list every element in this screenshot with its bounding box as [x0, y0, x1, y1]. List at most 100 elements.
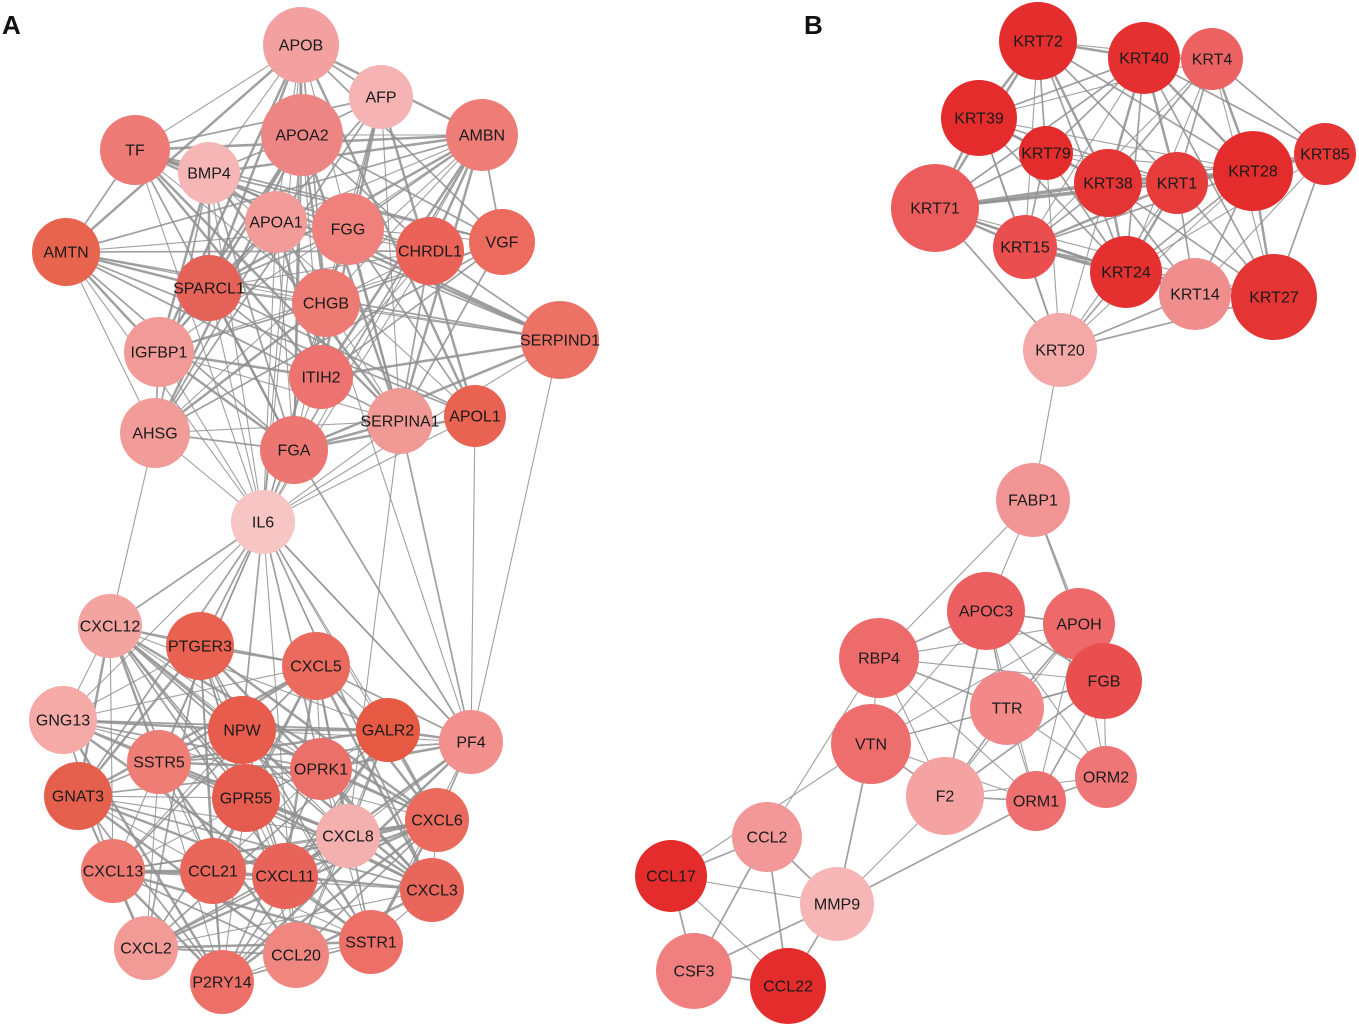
node-circle-fgg — [312, 193, 384, 265]
node-label-fabp1: FABP1 — [1008, 493, 1058, 510]
edge-apoa1-il6 — [262, 221, 277, 523]
edge-afp-tf — [134, 96, 382, 151]
node-label-ttr: TTR — [991, 701, 1022, 718]
node-circle-krt28 — [1213, 131, 1293, 211]
node-circle-krt85 — [1294, 123, 1356, 185]
node-circle-cxcl12 — [78, 594, 142, 658]
edge-amtn-apol1 — [65, 251, 476, 417]
node-label-ahsg: AHSG — [132, 426, 177, 443]
node-circle-vgf — [469, 209, 535, 275]
node-apob: APOB — [263, 7, 339, 83]
node-label-krt85: KRT85 — [1300, 147, 1350, 164]
node-circle-apob — [263, 7, 339, 83]
edge-chgb-serpind1 — [325, 302, 561, 341]
node-krt15: KRT15 — [993, 215, 1057, 279]
node-circle-gpr55 — [212, 764, 280, 832]
edge-apol1-il6 — [262, 415, 476, 523]
node-label-krt72: KRT72 — [1013, 34, 1063, 51]
node-cxcl6: CXCL6 — [405, 788, 469, 852]
node-circle-cxcl5 — [282, 632, 350, 700]
node-label-chgb: CHGB — [303, 296, 349, 313]
node-orm2: ORM2 — [1075, 746, 1137, 808]
edge-galr2-sstr5 — [157, 728, 390, 764]
edge-cxcl12-cxcl13 — [109, 625, 114, 872]
edge-ptger3-p2ry14 — [199, 645, 223, 983]
node-ahsg: AHSG — [120, 398, 190, 468]
edge-oprk1-gnat3 — [77, 768, 322, 797]
node-ccl20: CCL20 — [263, 922, 329, 988]
node-label-orm1: ORM1 — [1013, 794, 1059, 811]
node-cxcl11: CXCL11 — [252, 843, 318, 909]
node-circle-apol1 — [444, 385, 506, 447]
node-label-gpr55: GPR55 — [220, 791, 273, 808]
node-label-fgb: FGB — [1088, 674, 1121, 691]
edge-serpind1-fga — [292, 338, 562, 452]
node-fga: FGA — [260, 416, 328, 484]
node-rbp4: RBP4 — [839, 618, 919, 698]
node-label-ccl21: CCL21 — [188, 864, 238, 881]
edge-gng13-il6 — [62, 521, 264, 721]
node-npw: NPW — [208, 696, 276, 764]
node-oprk1: OPRK1 — [290, 738, 352, 800]
node-krt24: KRT24 — [1090, 236, 1162, 308]
node-circle-krt79 — [1019, 126, 1073, 180]
node-cxcl5: CXCL5 — [282, 632, 350, 700]
node-circle-krt24 — [1090, 236, 1162, 308]
edge-orm1-mmp9 — [836, 800, 1037, 905]
node-circle-orm1 — [1006, 771, 1066, 831]
node-label-rbp4: RBP4 — [858, 651, 900, 668]
node-cxcl12: CXCL12 — [78, 594, 142, 658]
node-label-serpina1: SERPINA1 — [360, 414, 439, 431]
node-apoa2: APOA2 — [261, 94, 343, 176]
edge-cxcl13-il6 — [112, 521, 264, 872]
node-circle-gnat3 — [44, 762, 112, 830]
node-circle-apoa2 — [261, 94, 343, 176]
edge-cxcl3-il6 — [262, 521, 433, 891]
node-circle-p2ry14 — [190, 950, 254, 1014]
node-label-apoa1: APOA1 — [249, 215, 302, 232]
node-circle-chrdl1 — [396, 217, 464, 285]
node-ccl2: CCL2 — [732, 802, 802, 872]
edge-cxcl3-cxcl2 — [145, 889, 433, 949]
edge-apoa1-fga — [275, 221, 295, 451]
node-circle-pf4 — [439, 710, 503, 774]
node-circle-serpina1 — [367, 388, 433, 454]
node-label-mmp9: MMP9 — [814, 897, 860, 914]
node-apol1: APOL1 — [444, 385, 506, 447]
node-sstr5: SSTR5 — [127, 730, 191, 794]
node-circle-sstr5 — [127, 730, 191, 794]
node-krt85: KRT85 — [1294, 123, 1356, 185]
node-circle-cxcl8 — [316, 804, 380, 868]
edge-bmp4-fga — [208, 172, 295, 451]
node-circle-cxcl13 — [81, 839, 145, 903]
node-circle-galr2 — [356, 698, 420, 762]
node-circle-ccl21 — [180, 838, 246, 904]
node-krt27: KRT27 — [1231, 254, 1317, 340]
panel-a-label: A — [2, 10, 21, 40]
node-krt79: KRT79 — [1019, 126, 1073, 180]
node-label-krt39: KRT39 — [954, 111, 1004, 128]
node-label-cxcl11: CXCL11 — [255, 869, 314, 886]
node-krt71: KRT71 — [891, 164, 979, 252]
node-sparcl1: SPARCL1 — [173, 255, 245, 321]
node-circle-ccl2 — [732, 802, 802, 872]
node-label-cxcl13: CXCL13 — [83, 864, 144, 881]
node-circle-oprk1 — [290, 738, 352, 800]
edge-serpind1-itih2 — [319, 338, 562, 379]
node-circle-sparcl1 — [176, 255, 242, 321]
node-circle-apoa1 — [245, 191, 307, 253]
edge-ambn-apoa1 — [275, 134, 483, 223]
node-gng13: GNG13 — [29, 686, 97, 754]
node-csf3: CSF3 — [656, 933, 732, 1009]
node-serpina1: SERPINA1 — [360, 388, 440, 454]
node-circle-orm2 — [1075, 746, 1137, 808]
node-krt38: KRT38 — [1074, 149, 1142, 217]
node-ptger3: PTGER3 — [166, 612, 234, 680]
node-label-p2ry14: P2RY14 — [192, 975, 251, 992]
panel-a-edges — [61, 43, 562, 984]
edge-serpind1-pf4 — [470, 339, 561, 743]
node-ccl17: CCL17 — [635, 840, 707, 912]
node-label-sstr5: SSTR5 — [133, 755, 185, 772]
edge-cxcl8-cxcl2 — [145, 835, 349, 949]
node-circle-fabp1 — [996, 463, 1070, 537]
